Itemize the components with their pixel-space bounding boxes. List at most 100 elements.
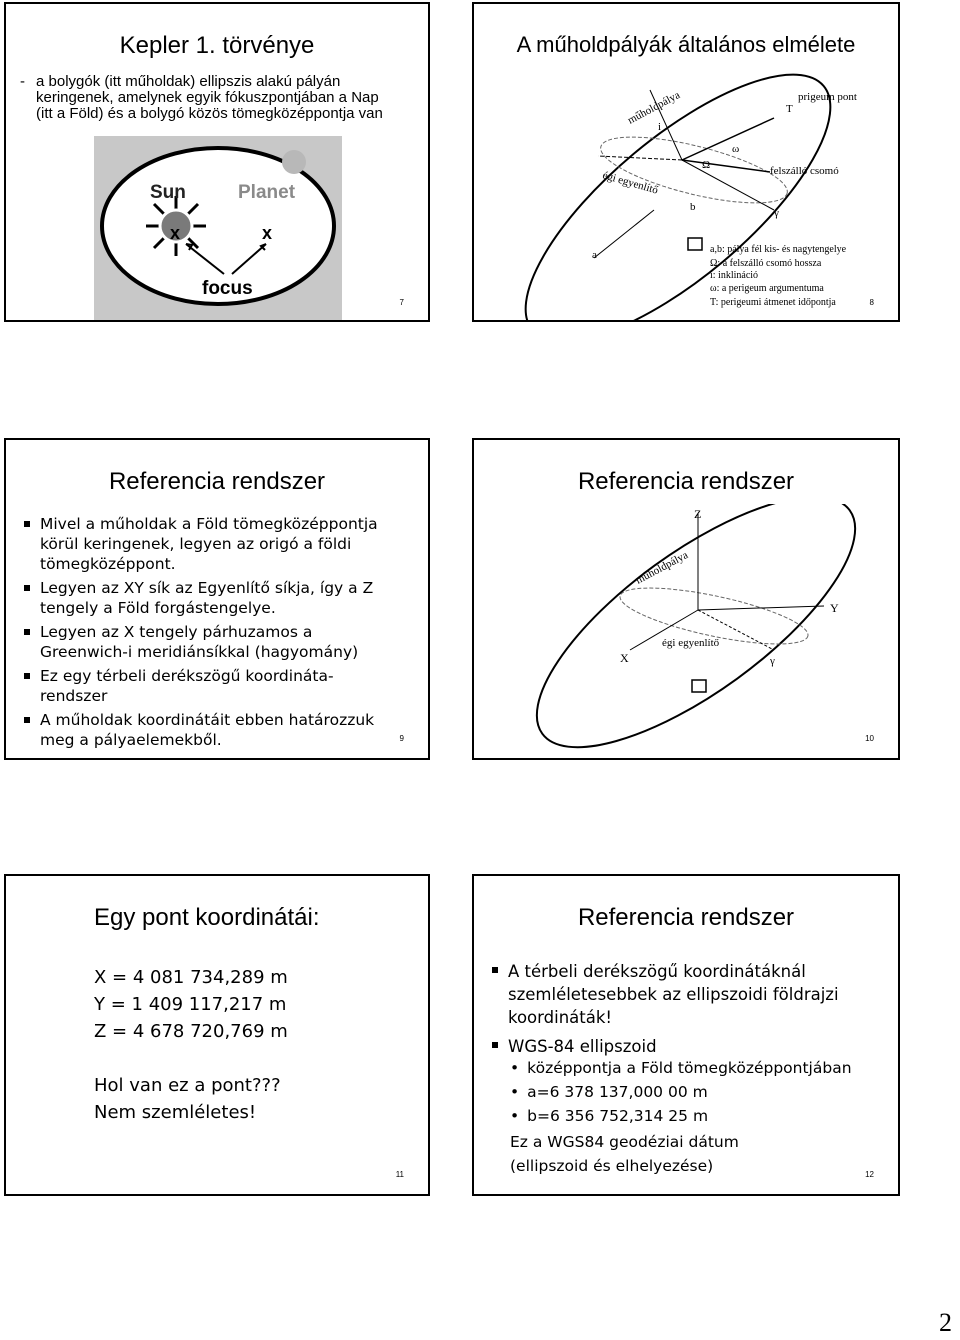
slide-11: Egy pont koordinátái: X = 4 081 734,289 … <box>4 874 430 1196</box>
omega-label: ω <box>732 143 739 155</box>
bullet-line: Legyen az X tengely párhuzamos a <box>40 623 313 641</box>
bullet-item: WGS-84 ellipszoid <box>492 1035 896 1058</box>
bullet-line: meg a pályaelemekből. <box>40 731 222 749</box>
bullet-item: Mivel a műholdak a Föld tömegközéppontja… <box>24 514 424 574</box>
dash-bullet: - <box>20 73 25 90</box>
bullet-line: tömegközéppont. <box>40 555 176 573</box>
text-line: a bolygók (itt műholdak) ellipszis alakú… <box>36 73 341 90</box>
text-line: keringenek, amelynek egyik fókuszpontjáb… <box>36 89 379 106</box>
bullet-line: Legyen az XY sík az Egyenlítő síkja, így… <box>40 579 374 597</box>
x-label: X <box>620 651 629 665</box>
sun-dot <box>158 208 194 244</box>
slide-10: Referencia rendszer Z Y X műholdpálya ég… <box>472 438 900 760</box>
equator-label: égi egyenlítő <box>662 637 720 649</box>
perigee-label: prigeum pont <box>798 91 857 103</box>
planet-label: Planet <box>238 182 296 203</box>
slide-title: Referencia rendszer <box>577 468 795 495</box>
legend-line: Ω: a felszálló csomó hossza <box>710 258 822 269</box>
x-axis <box>629 609 699 651</box>
note-line: Ez a WGS84 geodéziai dátum <box>510 1133 739 1151</box>
orbit-ellipse <box>524 73 832 320</box>
bullet-list: A térbeli derékszögű koordinátáknál szem… <box>492 960 896 1060</box>
question-text: Hol van ez a pont??? Nem szemléletes! <box>94 1072 281 1126</box>
equator-ellipse <box>619 587 809 645</box>
sun-label: Sun <box>150 182 186 203</box>
bullet-line: tengely a Föld forgástengelye. <box>40 599 276 617</box>
bullet-item: Legyen az X tengely párhuzamos a Greenwi… <box>24 622 424 662</box>
slide-title: Egy pont koordinátái: <box>94 904 320 931</box>
legend-line: ω: a perigeum argumentuma <box>710 283 824 294</box>
slide-12: Referencia rendszer A térbeli derékszögű… <box>472 874 900 1196</box>
datum-note: Ez a WGS84 geodéziai dátum (ellipszoid é… <box>510 1130 739 1178</box>
slide-title: A műholdpályák általános elmélete <box>516 32 856 57</box>
y-label: Y <box>830 601 839 615</box>
bullet-list: Mivel a műholdak a Föld tömegközéppontja… <box>24 514 424 754</box>
sub-bullet-text: b=6 356 752,314 25 m <box>527 1107 709 1125</box>
slide-title: Referencia rendszer <box>108 468 326 495</box>
equator-ellipse <box>600 136 788 204</box>
slide-number: 12 <box>865 1170 874 1179</box>
orbit-label: műholdpálya <box>634 549 690 587</box>
page-number: 2 <box>939 1308 952 1337</box>
node-label: felszálló csomó <box>770 165 839 177</box>
slide-text: - a bolygók (itt műholdak) ellipszis ala… <box>20 74 383 122</box>
z-label: Z <box>694 507 701 521</box>
slide-9: Referencia rendszer Mivel a műholdak a F… <box>4 438 430 760</box>
slide-8: A műholdpályák általános elmélete műhold… <box>472 2 900 322</box>
gamma-label: γ <box>773 207 779 219</box>
bullet-line: A térbeli derékszögű koordinátáknál <box>508 962 806 981</box>
slide-number: 8 <box>869 298 874 307</box>
bullet-item: Legyen az XY sík az Egyenlítő síkja, így… <box>24 578 424 618</box>
legend-line: T: perigeumi átmenet időpontja <box>710 297 836 308</box>
x-label: x <box>262 223 272 243</box>
question-line: Hol van ez a pont??? <box>94 1075 281 1096</box>
bullet-item: A térbeli derékszögű koordinátáknál szem… <box>492 960 896 1029</box>
x-label: x <box>170 223 180 243</box>
coord-x: X = 4 081 734,289 m <box>94 967 288 988</box>
kepler-figure: Sun Planet x x focus <box>94 136 342 320</box>
focus-label: focus <box>202 278 253 299</box>
bullet-item: Ez egy térbeli derékszögű koordináta- re… <box>24 666 424 706</box>
sub-bullet: •a=6 378 137,000 00 m <box>510 1083 708 1101</box>
bullet-line: Greenwich-i meridiánsíkkal (hagyomány) <box>40 643 359 661</box>
legend-line: i: inklináció <box>710 270 758 281</box>
coordinates: X = 4 081 734,289 m Y = 1 409 117,217 m … <box>94 964 288 1045</box>
bullet-line: A műholdak koordinátáit ebben határozzuk <box>40 711 375 729</box>
satellite-icon <box>687 237 703 251</box>
bullet-line: Ez egy térbeli derékszögű koordináta- <box>40 667 334 685</box>
reference-frame-figure: Z Y X műholdpálya égi egyenlítő γ <box>535 504 857 749</box>
orbit-elements-figure: műholdpálya prigeum pont T i ω Ω felszál… <box>524 73 857 320</box>
i-label: i <box>658 121 661 133</box>
gamma-label: γ <box>769 655 775 667</box>
coord-z: Z = 4 678 720,769 m <box>94 1021 288 1042</box>
bullet-line: szemléletesebbek az ellipszoidi földrajz… <box>508 985 839 1004</box>
coord-y: Y = 1 409 117,217 m <box>94 994 287 1015</box>
bullet-line: koordináták! <box>508 1008 613 1027</box>
orbit-label: műholdpálya <box>626 89 682 127</box>
slide-number: 7 <box>399 298 404 307</box>
sub-bullet: •középpontja a Föld tömegközéppontjában <box>510 1059 852 1077</box>
a-label: a <box>592 249 597 261</box>
bullet-line: Mivel a műholdak a Föld tömegközéppontja <box>40 515 378 533</box>
sub-bullet: •b=6 356 752,314 25 m <box>510 1107 709 1125</box>
bullet-line: rendszer <box>40 687 108 705</box>
T-label: T <box>786 103 793 115</box>
text-line: (itt a Föld) és a bolygó közös tömegközé… <box>36 105 383 122</box>
slide-title: Kepler 1. törvénye <box>119 32 315 59</box>
sub-bullet-text: középpontja a Föld tömegközéppontjában <box>527 1059 852 1077</box>
bullet-line: WGS-84 ellipszoid <box>508 1037 657 1056</box>
slide-number: 9 <box>399 734 404 743</box>
b-label: b <box>690 201 696 213</box>
Omega-label: Ω <box>702 159 710 171</box>
slide-number: 10 <box>865 734 874 743</box>
question-line: Nem szemléletes! <box>94 1102 257 1123</box>
orbit-ellipse <box>535 504 857 749</box>
legend-line: a,b: pálya fél kis- és nagytengelye <box>710 244 847 255</box>
y-axis <box>697 605 825 611</box>
slide-7: Kepler 1. törvénye - a bolygók (itt műho… <box>4 2 430 322</box>
slide-title: Referencia rendszer <box>577 904 795 931</box>
bullet-item: A műholdak koordinátáit ebben határozzuk… <box>24 710 424 750</box>
sub-bullet-text: a=6 378 137,000 00 m <box>527 1083 708 1101</box>
note-line: (ellipszoid és elhelyezése) <box>510 1157 714 1175</box>
bullet-line: körül keringenek, legyen az origó a föld… <box>40 535 352 553</box>
